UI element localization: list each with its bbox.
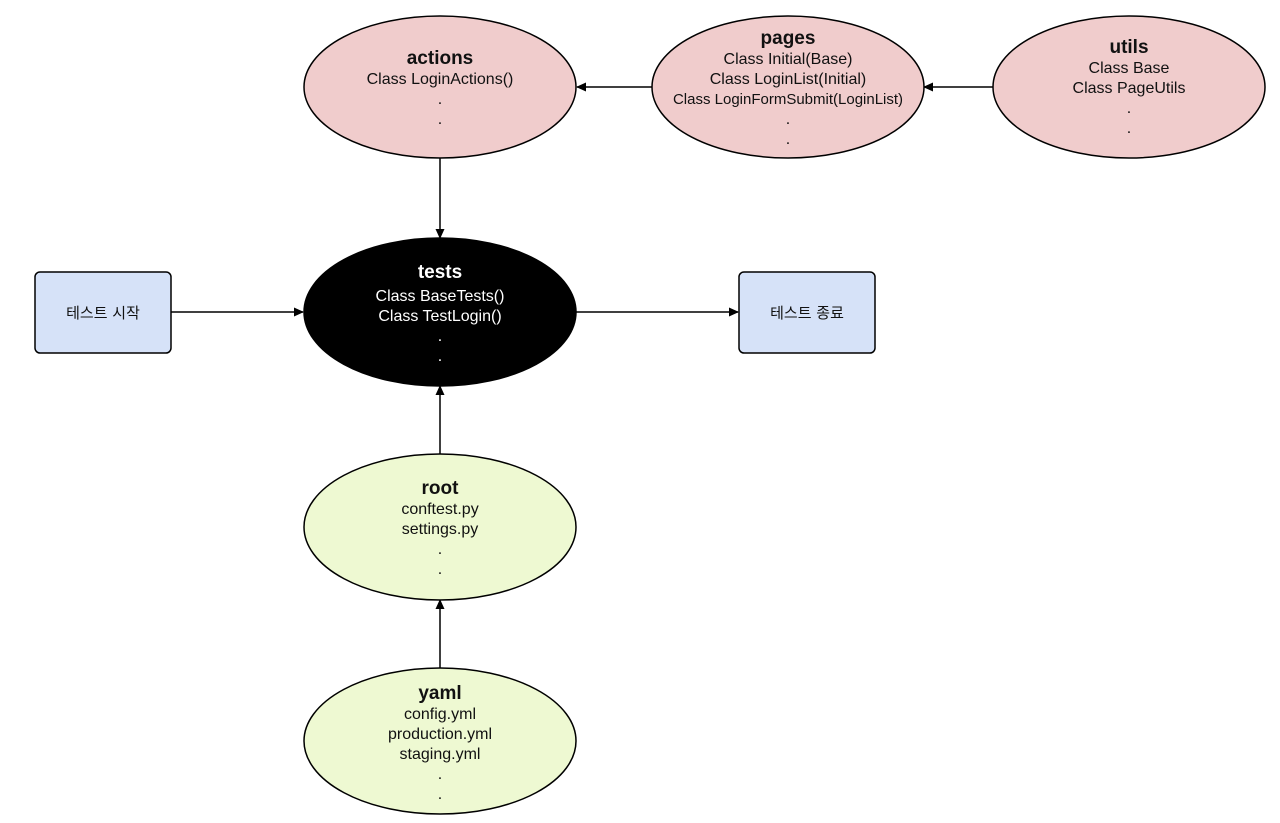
node-tests-shape[interactable]: [303, 237, 577, 387]
node-end-shape[interactable]: [738, 271, 876, 354]
node-yaml-shape[interactable]: [303, 667, 577, 815]
node-utils-shape[interactable]: [992, 15, 1266, 159]
node-start-shape[interactable]: [34, 271, 172, 354]
node-root-shape[interactable]: [303, 453, 577, 601]
node-pages-shape[interactable]: [651, 15, 925, 159]
node-actions-shape[interactable]: [303, 15, 577, 159]
